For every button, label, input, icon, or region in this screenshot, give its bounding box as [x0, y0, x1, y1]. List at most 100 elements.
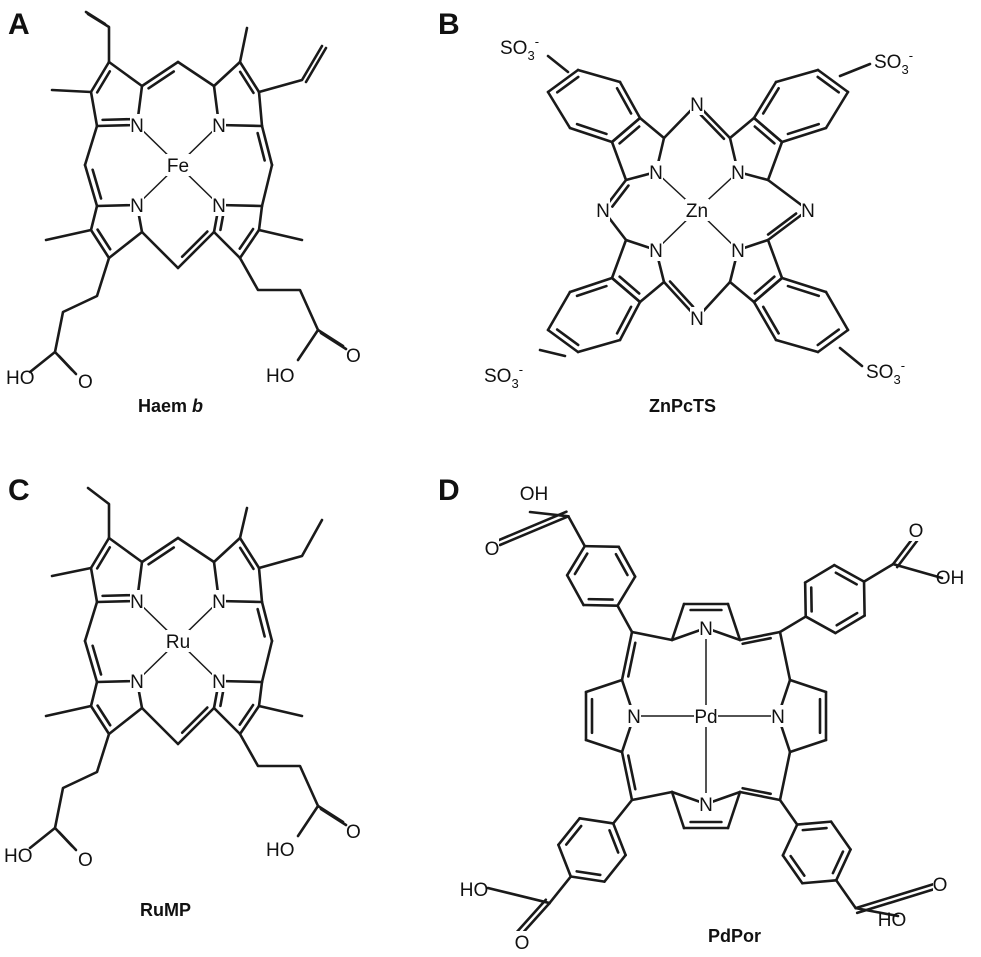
- panel-letter-c: C: [8, 474, 30, 507]
- hydroxyl-group: HO: [460, 880, 489, 901]
- nitrogen-atom: N: [212, 672, 226, 693]
- benzo-ring-bond: [776, 340, 818, 352]
- pyrrole-bond: [214, 232, 240, 258]
- bond: [622, 632, 632, 680]
- aryl-bond: [613, 800, 632, 823]
- phenyl-ring-bond: [797, 822, 831, 825]
- nitrogen-atom: N: [130, 592, 144, 613]
- phenyl-ring-bond: [571, 877, 605, 882]
- nitrogen-atom: N: [627, 707, 641, 728]
- pyrrole-double-bond: [240, 229, 253, 249]
- phenyl-ring-bond: [805, 565, 834, 582]
- sulfonate-top-right: SO3-: [874, 48, 913, 77]
- panel-letter-d: D: [438, 474, 460, 507]
- pyrrole-bond: [586, 680, 622, 692]
- benzo-double-bond: [818, 77, 839, 92]
- phenyl-ring-bond: [584, 605, 618, 606]
- pyrrole-bond: [259, 682, 262, 706]
- bond: [740, 632, 780, 640]
- pyrrole-bond: [259, 568, 262, 602]
- pyrrole-double-bond: [240, 705, 253, 725]
- isoindole-bond: [768, 142, 782, 180]
- benzo-ring-bond: [826, 92, 848, 128]
- carbonyl-bond: [856, 884, 934, 908]
- isoindole-double-bond: [620, 127, 640, 144]
- bond: [178, 708, 214, 744]
- bond: [178, 62, 214, 86]
- bond: [85, 126, 97, 165]
- carboxyl-bond: [550, 877, 571, 904]
- carbonyl-oxygen: O: [909, 521, 924, 542]
- benzo-double-bond: [617, 307, 631, 334]
- benzo-ring-bond: [826, 292, 848, 330]
- bond: [85, 602, 97, 641]
- benzo-double-bond: [617, 88, 631, 113]
- phenyl-double-bond: [791, 856, 805, 875]
- compound-name-suffix: b: [192, 396, 203, 416]
- benzo-double-bond: [557, 77, 578, 92]
- carbonyl-double-bond: [516, 900, 546, 933]
- aryl-bond: [618, 606, 632, 632]
- phenyl-ring-bond: [836, 849, 850, 880]
- nitrogen-atom: N: [699, 795, 713, 816]
- benzo-double-bond: [557, 330, 578, 345]
- pyrrole-double-bond: [97, 71, 110, 92]
- benzo-ring-bond: [548, 292, 570, 330]
- hydroxyl-left: HO: [6, 368, 35, 389]
- pyrrole-bond: [790, 740, 826, 752]
- carbonyl-oxygen: O: [515, 933, 530, 952]
- phenyl-double-bond: [837, 613, 857, 625]
- isoindole-double-bond: [755, 127, 775, 144]
- sulfonate-bottom-right: SO3-: [866, 358, 905, 387]
- isoindole-bond: [640, 118, 664, 138]
- imine-double-bond: [103, 119, 131, 120]
- nitrogen-atom: N: [212, 196, 226, 217]
- substituent-bonds: [30, 488, 346, 850]
- bond: [262, 641, 272, 682]
- bond: [632, 632, 672, 640]
- aza-nitrogen-atom: N: [690, 309, 704, 330]
- carbonyl-oxygen: O: [933, 875, 948, 896]
- carbonyl-oxygen-right: O: [346, 346, 361, 367]
- benzo-ring-bond: [548, 92, 570, 128]
- pyrrole-bond: [790, 680, 826, 692]
- isoindole-double-bond: [620, 277, 640, 294]
- phenyl-ring-bond: [604, 855, 625, 882]
- pyrrole-bond: [728, 604, 740, 640]
- carbonyl-bond: [500, 516, 568, 545]
- bond: [622, 752, 632, 800]
- nitrogen-atom: N: [731, 163, 745, 184]
- benzo-ring-bond: [578, 340, 620, 352]
- phenyl-double-bond: [566, 826, 581, 845]
- aza-nitrogen-atom: N: [596, 201, 610, 222]
- phenyl-ring-bond: [613, 823, 625, 855]
- aza-nitrogen-atom: N: [690, 95, 704, 116]
- pyrrole-bond: [91, 568, 97, 602]
- compound-name-haem: Haem b: [138, 396, 203, 416]
- compound-name-rump: RuMP: [140, 900, 191, 920]
- phenyl-ring-bond: [805, 583, 806, 617]
- phenyl-ring-bond: [864, 582, 865, 616]
- bond: [85, 165, 97, 206]
- hydroxyl-right: HO: [266, 840, 295, 861]
- bond: [142, 538, 178, 562]
- nitrogen-atom: N: [212, 116, 226, 137]
- bond: [178, 538, 214, 562]
- bond: [142, 708, 178, 744]
- bond: [740, 792, 780, 800]
- carbonyl-oxygen-left: O: [78, 372, 93, 393]
- bond: [632, 792, 672, 800]
- pyrrole-bond: [91, 206, 97, 230]
- compound-name-pdpor: PdPor: [708, 926, 761, 946]
- bond: [142, 232, 178, 268]
- metal-centre: Fe: [167, 156, 189, 177]
- compound-name-main: Haem: [138, 396, 187, 416]
- isoindole-bond: [730, 118, 754, 138]
